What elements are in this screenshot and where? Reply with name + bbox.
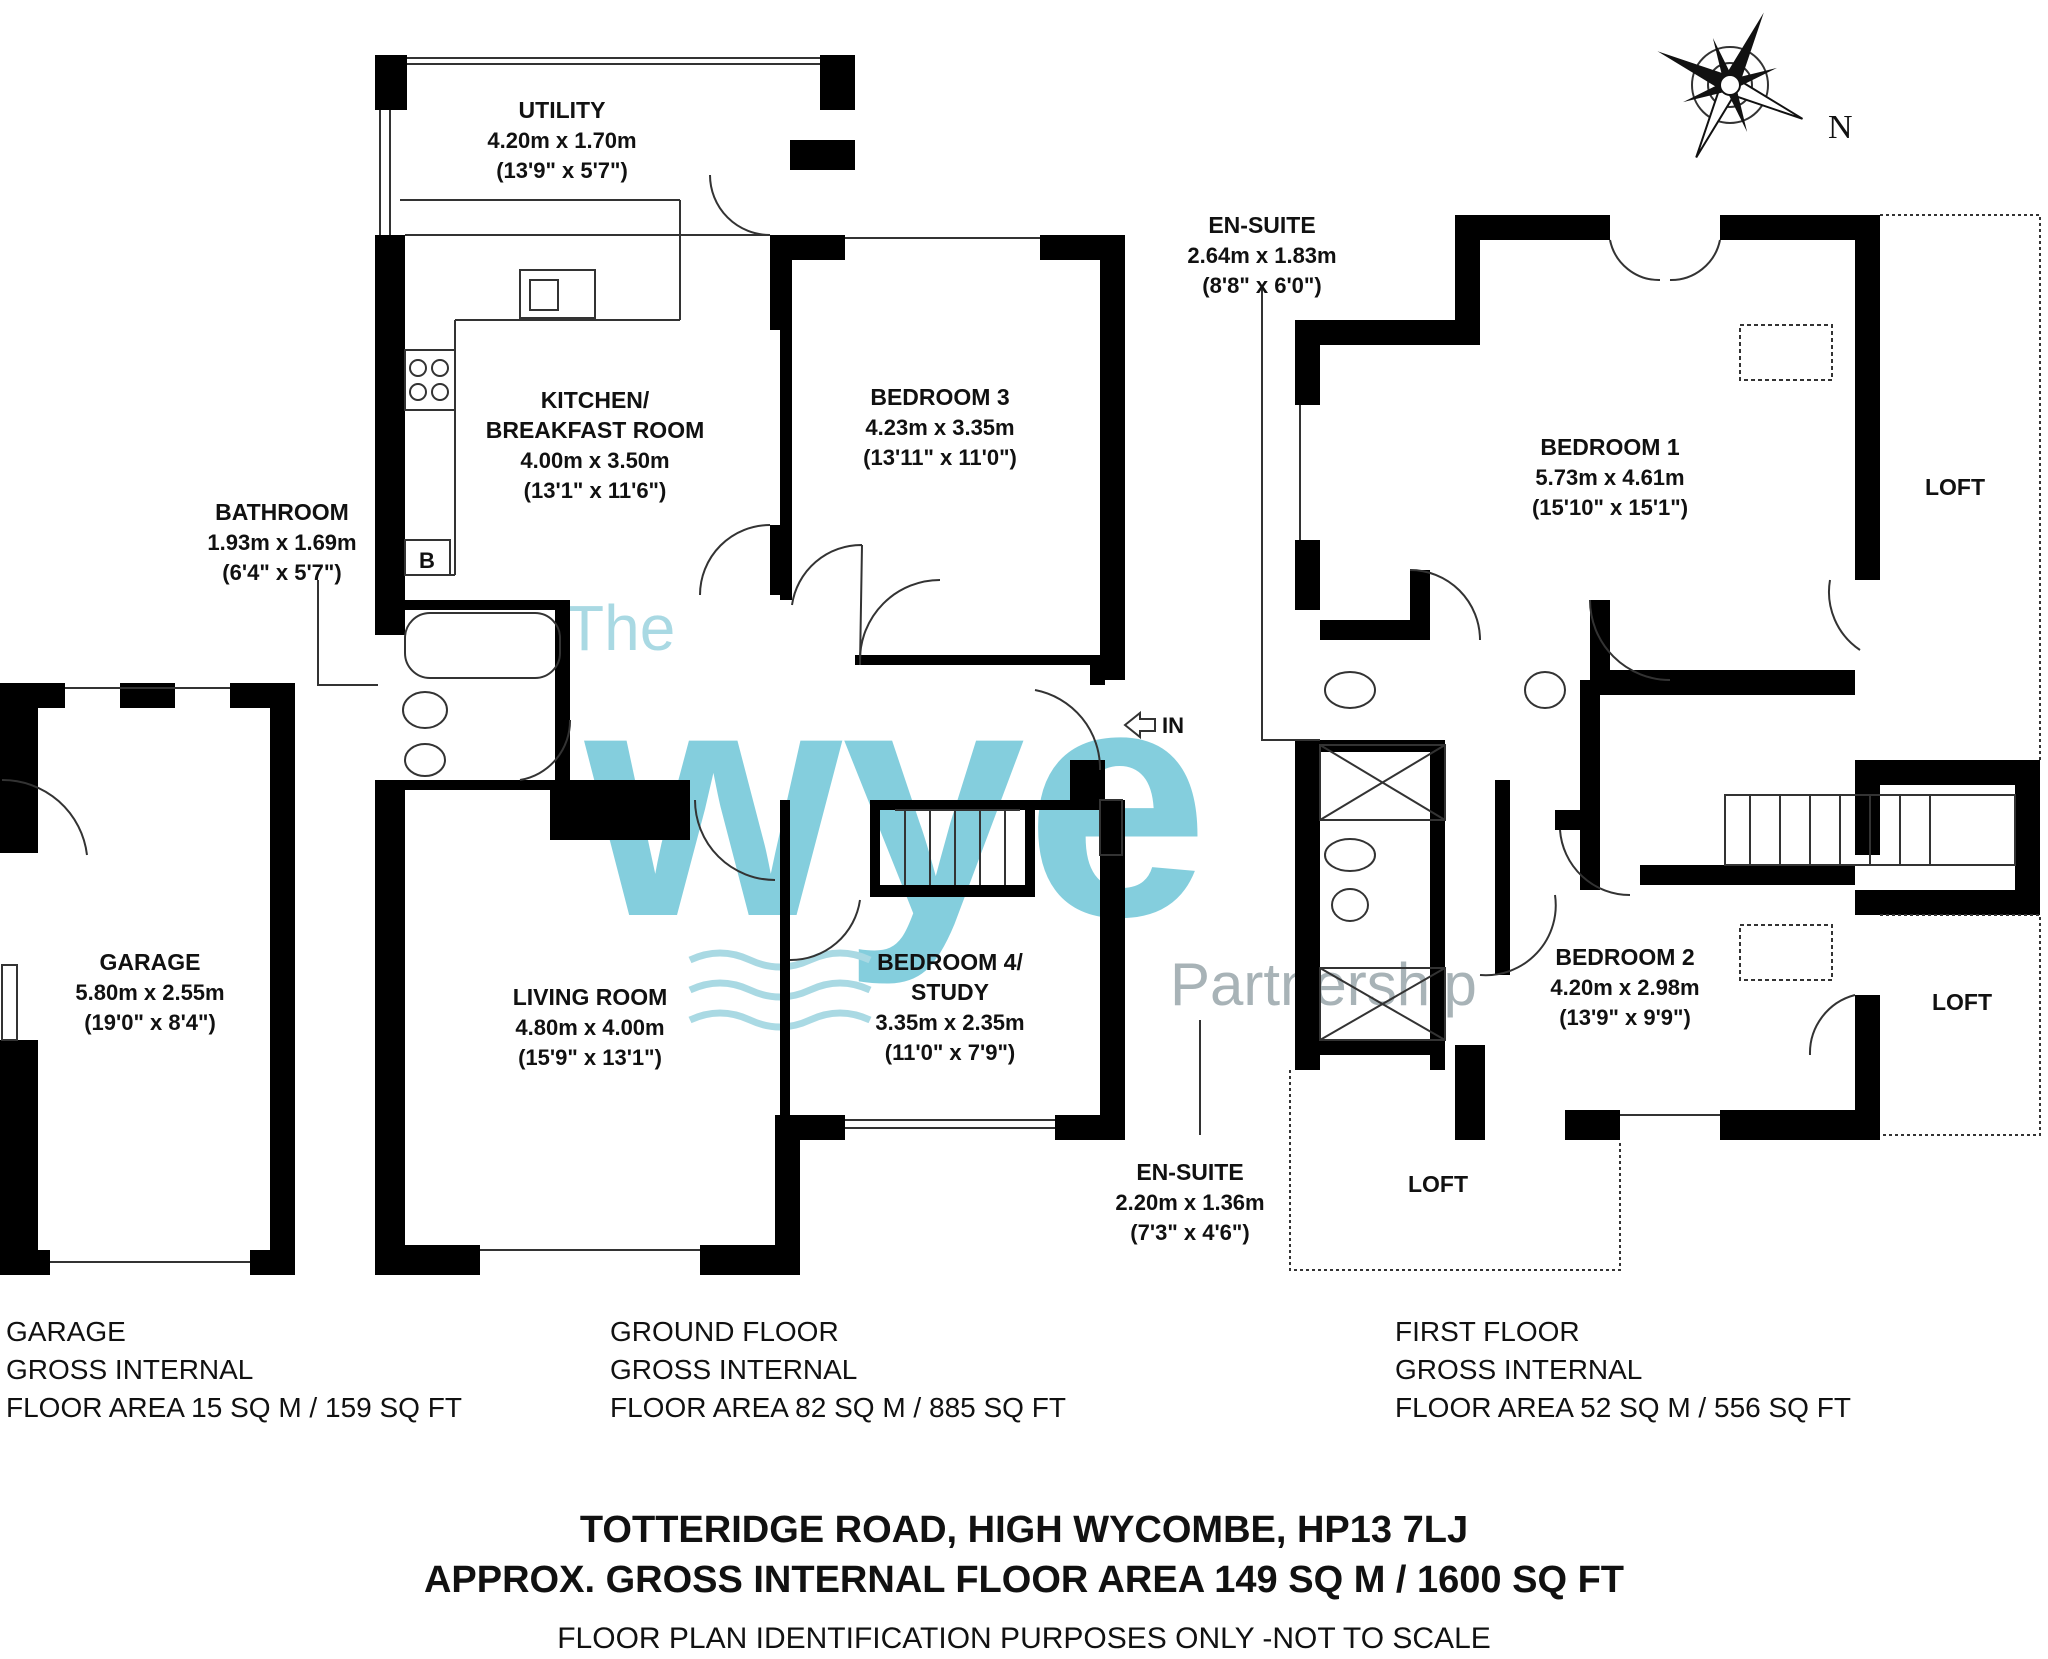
garage-structure <box>0 683 295 1275</box>
garage-area-line1: GARAGE <box>6 1316 126 1347</box>
garage-area-line3: FLOOR AREA 15 SQ M / 159 SQ FT <box>6 1392 462 1423</box>
ground-area-line2: GROSS INTERNAL <box>610 1354 858 1385</box>
first-area-summary: FIRST FLOOR GROSS INTERNAL FLOOR AREA 52… <box>1395 1313 1851 1427</box>
garage-imperial: (19'0" x 8'4") <box>84 1010 216 1035</box>
living-imperial: (15'9" x 13'1") <box>518 1045 662 1070</box>
first-floor-fixtures <box>1199 214 2041 1271</box>
bathroom-name: BATHROOM <box>215 499 349 525</box>
ensuite2-metric: 2.20m x 1.36m <box>1115 1190 1264 1215</box>
bedroom3-metric: 4.23m x 3.35m <box>865 415 1014 440</box>
entrance-label: IN <box>1162 713 1184 738</box>
loft-label-3: LOFT <box>1408 1171 1468 1197</box>
ensuite1-name: EN-SUITE <box>1208 212 1315 238</box>
ground-area-summary: GROUND FLOOR GROSS INTERNAL FLOOR AREA 8… <box>610 1313 1066 1427</box>
first-floor-walls <box>1295 215 2040 1140</box>
watermark-the: The <box>565 592 675 664</box>
ensuite2-imperial: (7'3" x 4'6") <box>1130 1220 1249 1245</box>
floor-plan: The wye Partnership N <box>0 12 2041 1275</box>
ground-floor-walls <box>375 55 1125 1275</box>
bedroom3-name: BEDROOM 3 <box>870 384 1009 410</box>
garage-name: GARAGE <box>100 949 201 975</box>
bedroom4-name-1: BEDROOM 4/ <box>877 949 1023 975</box>
ground-area-line3: FLOOR AREA 82 SQ M / 885 SQ FT <box>610 1392 1066 1423</box>
utility-metric: 4.20m x 1.70m <box>487 128 636 153</box>
bedroom1-name: BEDROOM 1 <box>1540 434 1680 460</box>
bedroom1-imperial: (15'10" x 15'1") <box>1532 495 1688 520</box>
total-area-line: APPROX. GROSS INTERNAL FLOOR AREA 149 SQ… <box>423 1559 1625 1601</box>
watermark-partnership: Partnership <box>1170 951 1477 1018</box>
bathroom-metric: 1.93m x 1.69m <box>207 530 356 555</box>
compass-north-label: N <box>1828 109 1853 146</box>
ensuite2-name: EN-SUITE <box>1136 1159 1243 1185</box>
bedroom2-imperial: (13'9" x 9'9") <box>1559 1005 1691 1030</box>
utility-name: UTILITY <box>519 97 606 123</box>
disclaimer: FLOOR PLAN IDENTIFICATION PURPOSES ONLY … <box>557 1622 1491 1655</box>
bedroom2-name: BEDROOM 2 <box>1555 944 1694 970</box>
loft-label-2: LOFT <box>1932 989 1992 1015</box>
garage-metric: 5.80m x 2.55m <box>75 980 224 1005</box>
address-line: TOTTERIDGE ROAD, HIGH WYCOMBE, HP13 7LJ <box>579 1509 1469 1551</box>
bathroom-imperial: (6'4" x 5'7") <box>222 560 341 585</box>
boiler-label: B <box>419 548 435 573</box>
ground-area-line1: GROUND FLOOR <box>610 1316 839 1347</box>
living-name: LIVING ROOM <box>513 984 668 1010</box>
kitchen-imperial: (13'1" x 11'6") <box>524 478 667 503</box>
ground-floor-fixtures <box>317 57 1156 1251</box>
utility-imperial: (13'9" x 5'7") <box>496 158 628 183</box>
first-area-line1: FIRST FLOOR <box>1395 1316 1580 1347</box>
compass-rose-icon <box>1657 12 1804 159</box>
bedroom4-imperial: (11'0" x 7'9") <box>885 1040 1015 1065</box>
first-area-line3: FLOOR AREA 52 SQ M / 556 SQ FT <box>1395 1392 1851 1423</box>
bedroom1-metric: 5.73m x 4.61m <box>1535 465 1684 490</box>
garage-area-line2: GROSS INTERNAL <box>6 1354 254 1385</box>
living-metric: 4.80m x 4.00m <box>515 1015 664 1040</box>
first-area-line2: GROSS INTERNAL <box>1395 1354 1643 1385</box>
kitchen-name-2: BREAKFAST ROOM <box>486 417 705 443</box>
garage-area-summary: GARAGE GROSS INTERNAL FLOOR AREA 15 SQ M… <box>6 1313 462 1427</box>
bedroom4-metric: 3.35m x 2.35m <box>875 1010 1024 1035</box>
bedroom4-name-2: STUDY <box>911 979 989 1005</box>
room-labels: UTILITY 4.20m x 1.70m (13'9" x 5'7") KIT… <box>75 97 1992 1245</box>
kitchen-name-1: KITCHEN/ <box>541 387 650 413</box>
bedroom2-metric: 4.20m x 2.98m <box>1550 975 1699 1000</box>
loft-label-1: LOFT <box>1925 474 1985 500</box>
ensuite1-imperial: (8'8" x 6'0") <box>1202 273 1321 298</box>
kitchen-metric: 4.00m x 3.50m <box>520 448 669 473</box>
bedroom3-imperial: (13'11" x 11'0") <box>863 445 1017 470</box>
ensuite1-metric: 2.64m x 1.83m <box>1187 243 1336 268</box>
